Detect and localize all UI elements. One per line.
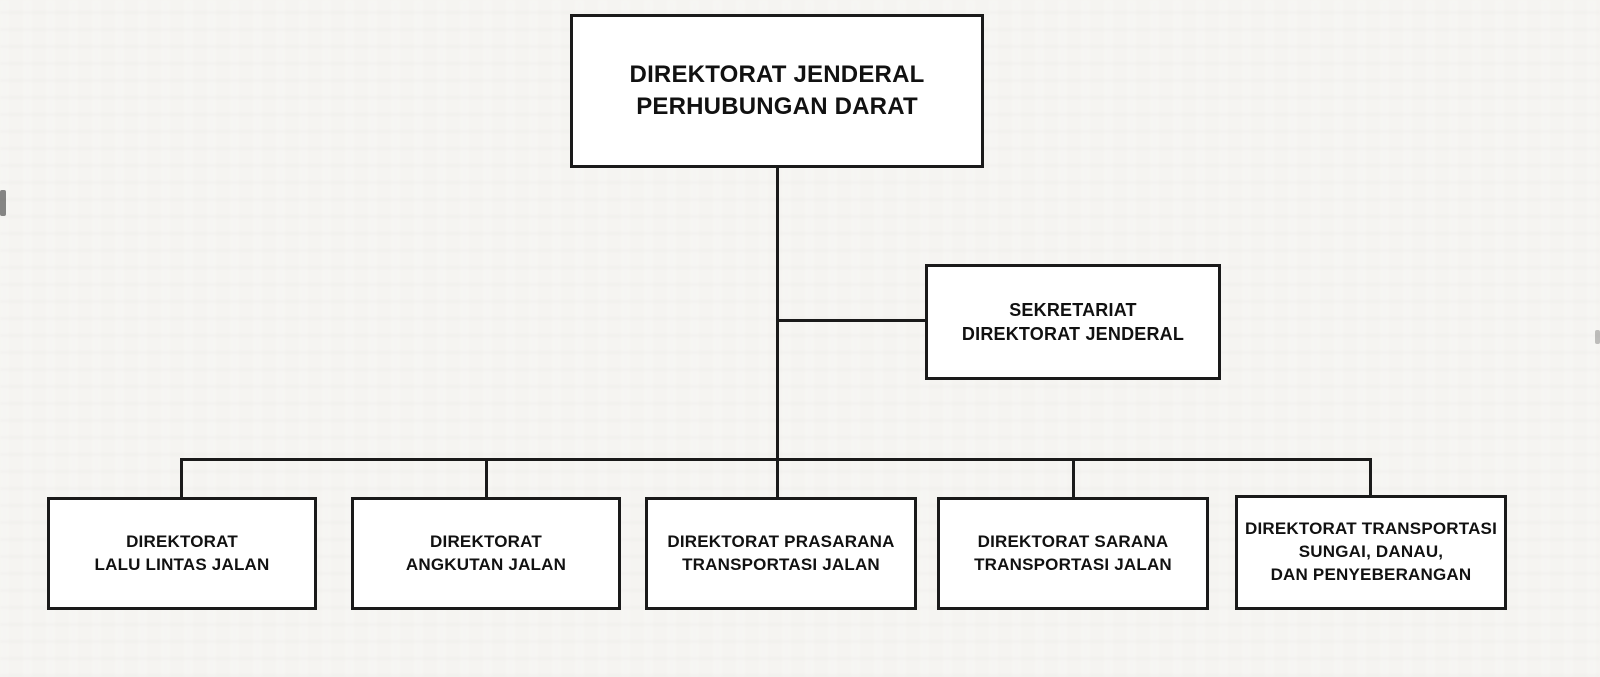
org-box-direktorat-jenderal: DIREKTORAT JENDERAL PERHUBUNGAN DARAT (570, 14, 984, 168)
org-box-label: DIREKTORAT SARANA TRANSPORTASI JALAN (974, 531, 1172, 574)
org-box-label: DIREKTORAT ANGKUTAN JALAN (405, 531, 567, 574)
org-box-sarana-transportasi-jalan: DIREKTORAT SARANA TRANSPORTASI JALAN (937, 497, 1209, 610)
org-box-prasarana-transportasi-jalan: DIREKTORAT PRASARANA TRANSPORTASI JALAN (645, 497, 917, 610)
connector-drop-1 (180, 458, 183, 500)
scan-artifact-right (1595, 330, 1600, 344)
connector-secretariat-horizontal (777, 319, 927, 322)
org-box-angkutan-jalan: DIREKTORAT ANGKUTAN JALAN (351, 497, 621, 610)
connector-drop-5 (1369, 458, 1372, 500)
org-box-label: DIREKTORAT PRASARANA TRANSPORTASI JALAN (667, 531, 895, 574)
org-box-sekretariat: SEKRETARIAT DIREKTORAT JENDERAL (925, 264, 1221, 380)
connector-drop-4 (1072, 458, 1075, 500)
org-box-label: SEKRETARIAT DIREKTORAT JENDERAL (961, 299, 1185, 344)
connector-children-horizontal (180, 458, 1372, 461)
org-box-lalu-lintas-jalan: DIREKTORAT LALU LINTAS JALAN (47, 497, 317, 610)
org-box-label: DIREKTORAT JENDERAL PERHUBUNGAN DARAT (629, 60, 925, 120)
org-box-label: DIREKTORAT LALU LINTAS JALAN (94, 531, 270, 574)
org-box-transportasi-sungai-danau-penyeberangan: DIREKTORAT TRANSPORTASI SUNGAI, DANAU, D… (1235, 495, 1507, 610)
connector-trunk-vertical (776, 166, 779, 500)
connector-drop-2 (485, 458, 488, 500)
org-box-label: DIREKTORAT TRANSPORTASI SUNGAI, DANAU, D… (1244, 519, 1498, 584)
scan-artifact-left (0, 190, 6, 216)
